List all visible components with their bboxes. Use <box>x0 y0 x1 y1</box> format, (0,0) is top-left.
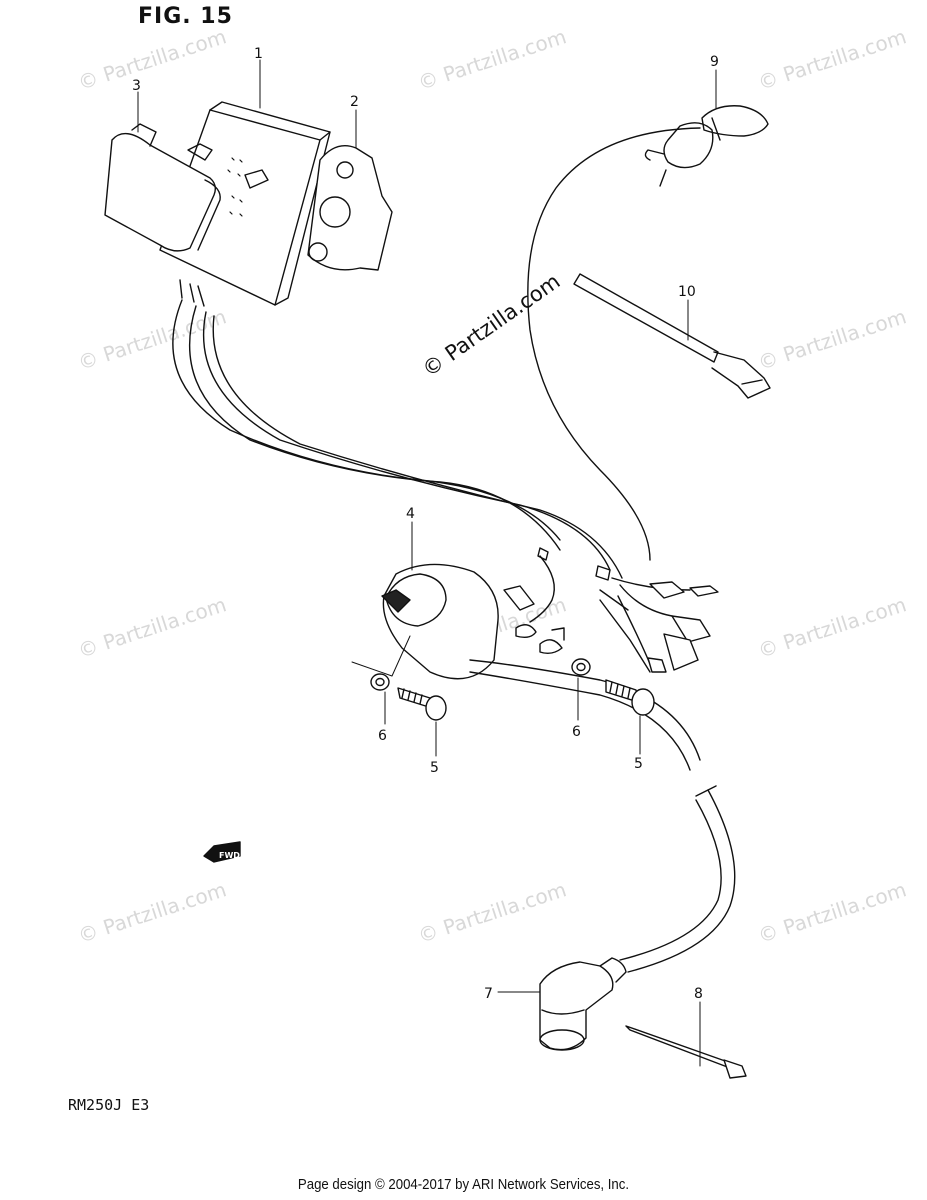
callout-4[interactable]: 4 <box>406 506 415 522</box>
spark-plug-cap[interactable] <box>539 957 627 1051</box>
fwd-label: FWD <box>219 851 240 860</box>
screw-right[interactable] <box>605 679 655 716</box>
screw-left[interactable] <box>397 687 447 721</box>
engine-stop-switch[interactable] <box>527 105 769 561</box>
callout-6-left[interactable]: 6 <box>378 728 387 744</box>
callout-5-left[interactable]: 5 <box>430 760 439 776</box>
page-footer: Page design © 2004-2017 by ARI Network S… <box>297 1176 630 1193</box>
mounting-plate[interactable] <box>307 145 393 271</box>
cdi-wire-harness <box>172 299 623 579</box>
cdi-clamp-band[interactable] <box>104 123 221 252</box>
model-code: RM250J E3 <box>68 1096 150 1114</box>
alignment-lines <box>351 635 411 677</box>
wire-connectors[interactable] <box>503 547 719 673</box>
callout-3[interactable]: 3 <box>132 78 141 94</box>
callout-5-right[interactable]: 5 <box>634 756 643 772</box>
high-tension-lead <box>619 785 736 973</box>
cdi-unit[interactable] <box>159 101 331 307</box>
leader-lines <box>137 59 717 1067</box>
callout-9[interactable]: 9 <box>710 54 719 70</box>
cable-tie-lower[interactable] <box>625 1025 747 1079</box>
callout-10[interactable]: 10 <box>678 284 696 300</box>
forward-direction-arrow: FWD <box>203 841 241 863</box>
callout-1[interactable]: 1 <box>254 46 263 62</box>
washer-right[interactable] <box>571 658 591 676</box>
washer-left[interactable] <box>370 673 390 691</box>
figure-title: FIG. 15 <box>138 4 233 29</box>
ignition-coil[interactable] <box>381 563 701 771</box>
callout-6-right[interactable]: 6 <box>572 724 581 740</box>
callout-8[interactable]: 8 <box>694 986 703 1002</box>
callout-2[interactable]: 2 <box>350 94 359 110</box>
callout-7[interactable]: 7 <box>484 986 493 1002</box>
cable-tie-upper[interactable] <box>573 273 771 399</box>
